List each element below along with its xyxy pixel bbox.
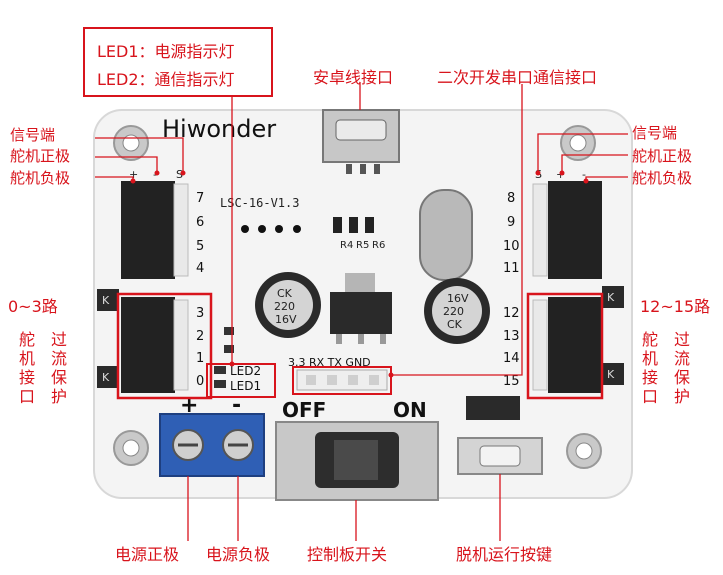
mount-hole-bl [113,430,149,466]
highlight-right-headers [526,292,604,400]
right-pos-caption: 舵机正极 [632,147,693,165]
r4-label: R4 [340,240,353,251]
header-plus-left: + [129,168,138,181]
terminal-minus: - [232,393,241,418]
right-signal-caption: 信号端 [632,124,678,142]
left-pos-caption: 舵机正极 [10,147,71,165]
cap-left-line1: CK [277,287,293,300]
servo-header-right-top [532,181,602,279]
led1-chip [214,380,226,388]
ch2: 2 [196,329,204,344]
r5-label: R5 [356,240,369,251]
overcurrent-caption-left: 过流保护 [50,330,67,406]
highlight-serial [292,366,392,395]
header-minus-right: - [582,168,586,181]
mini-switch [466,396,520,420]
ch4: 4 [196,261,204,276]
k-left-top: K [102,294,110,307]
led2-caption: LED2：通信指示灯 [97,70,235,89]
cap-right-line1: 16V [447,292,469,305]
brand-logo: Hiwonder [162,115,276,143]
ch14: 14 [503,351,520,366]
cap-left-line3: 16V [275,313,297,326]
capacitor-right [424,278,490,344]
servo-header-left-top [121,181,189,279]
header-s-left: S [176,168,183,181]
servo-port-caption-left: 舵机接口 [18,330,35,406]
voltage-regulator [330,273,392,344]
annotation-lines [95,82,628,541]
ch0: 0 [196,374,204,389]
cap-right-line3: CK [447,318,463,331]
led2-label: LED2 [230,364,261,378]
ch5: 5 [196,239,204,254]
offline-run-button[interactable] [457,437,543,475]
cap-right-line2: 220 [443,305,464,318]
ch11: 11 [503,261,520,276]
ch7: 7 [196,191,204,206]
led1-caption: LED1：电源指示灯 [97,42,235,61]
power-terminal [159,413,265,477]
usb-caption: 安卓线接口 [313,68,394,87]
left-neg-caption: 舵机负极 [10,169,71,187]
ch12: 12 [503,306,520,321]
model-label: LSC-16-V1.3 [220,196,299,210]
highlight-led-caption [83,27,273,97]
power-pos-caption: 电源正极 [115,545,180,564]
crystal [419,189,473,281]
power-switch[interactable] [275,421,439,501]
ch10: 10 [503,239,520,254]
ch9: 9 [507,215,515,230]
ch15: 15 [503,374,520,389]
power-neg-caption: 电源负极 [206,545,271,564]
switch-on-label: ON [393,398,427,422]
k-left-bottom: K [102,371,110,384]
switch-caption: 控制板开关 [307,545,388,564]
servo-port-caption-right: 舵机接口 [641,330,658,406]
r6-label: R6 [372,240,385,251]
servo-header-left-bottom [97,289,189,393]
ch3: 3 [196,306,204,321]
mount-hole-tl [113,125,149,161]
capacitor-left [255,272,321,338]
range-right-caption: 12~15路 [640,297,711,316]
highlight-leds [206,363,276,398]
led1-label: LED1 [230,379,261,393]
right-neg-caption: 舵机负极 [632,169,693,187]
serial-caption: 二次开发串口通信接口 [437,68,598,87]
usb-port [322,109,400,174]
left-signal-caption: 信号端 [10,126,56,144]
range-left-caption: 0~3路 [8,297,58,316]
switch-off-label: OFF [282,398,326,422]
ch8: 8 [507,191,515,206]
ch1: 1 [196,351,204,366]
led2-chip [214,366,226,374]
servo-header-right-bottom [532,286,624,393]
serial-pins-label: 3.3 RX TX GND [288,356,371,369]
ch13: 13 [503,329,520,344]
ch6: 6 [196,215,204,230]
highlight-left-headers [116,292,213,400]
cap-left-line2: 220 [274,300,295,313]
k-right-top: K [607,291,615,304]
overcurrent-caption-right: 过流保护 [673,330,690,406]
offline-key-caption: 脱机运行按键 [456,545,553,564]
serial-header [296,369,388,391]
k-right-bottom: K [607,368,615,381]
mount-hole-br [566,433,602,469]
